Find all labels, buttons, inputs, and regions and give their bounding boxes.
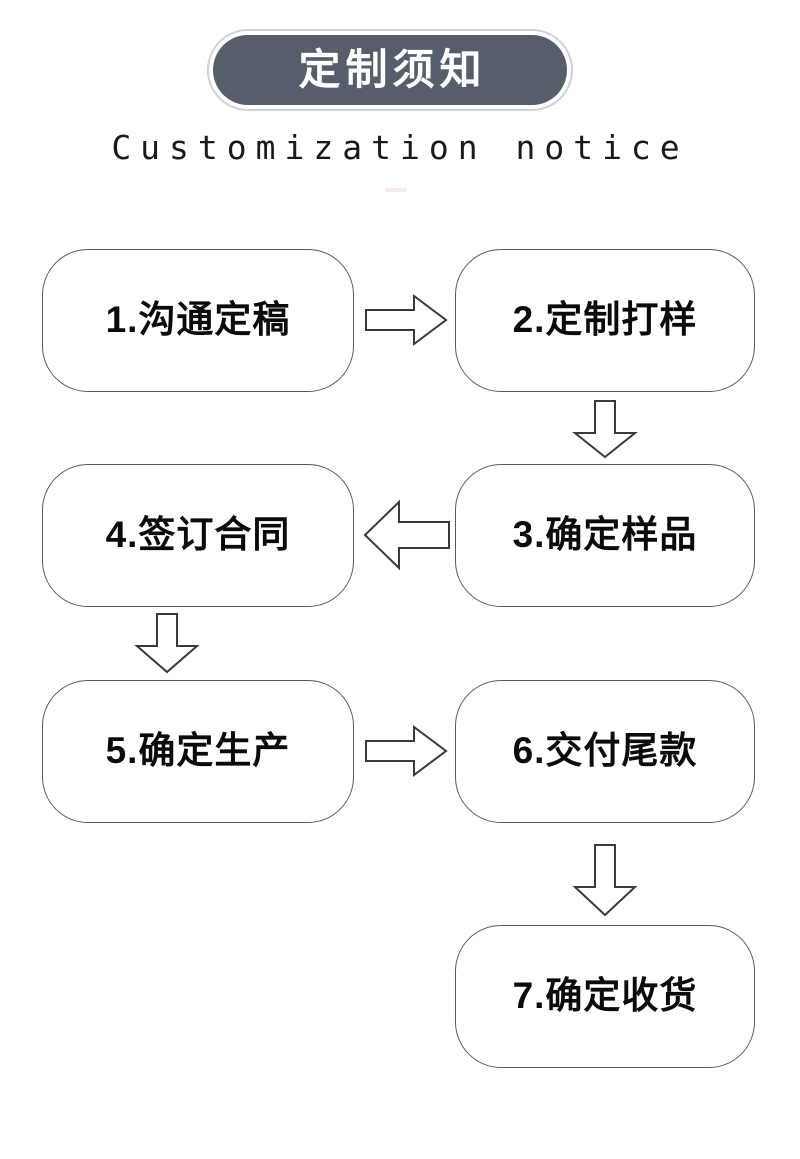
flow-node-3[interactable]: 3.确定样品 [455,464,755,607]
arrow-down-node6-to-node7 [571,843,639,917]
header: 定制须知 Customization notice [0,0,800,200]
arrow-right-node5-to-node6 [364,724,448,778]
flow-node-4[interactable]: 4.签订合同 [42,464,354,607]
flow-node-5-label: 5.确定生产 [105,730,291,771]
flow-node-7-label: 7.确定收货 [512,975,698,1016]
arrow-down-node2-to-node3 [571,399,639,459]
page-subtitle: Customization notice [111,128,689,167]
title-badge: 定制须知 [207,29,573,111]
arrow-down-node4-to-node5 [133,612,201,674]
flow-node-4-label: 4.签订合同 [105,514,291,555]
flow-node-6-label: 6.交付尾款 [512,730,698,771]
flow-node-7[interactable]: 7.确定收货 [455,925,755,1068]
arrow-right-node1-to-node2 [364,293,448,347]
page-title: 定制须知 [298,46,487,93]
flow-node-3-label: 3.确定样品 [512,514,698,555]
decorative-mark [385,188,407,192]
title-badge-inner: 定制须知 [213,35,567,105]
flow-node-2-label: 2.定制打样 [512,299,698,340]
flow-node-2[interactable]: 2.定制打样 [455,249,755,392]
flow-node-1[interactable]: 1.沟通定稿 [42,249,354,392]
flow-node-5[interactable]: 5.确定生产 [42,680,354,823]
flow-node-1-label: 1.沟通定稿 [105,299,291,340]
arrow-left-node3-to-node4 [363,498,451,572]
flow-node-6[interactable]: 6.交付尾款 [455,680,755,823]
